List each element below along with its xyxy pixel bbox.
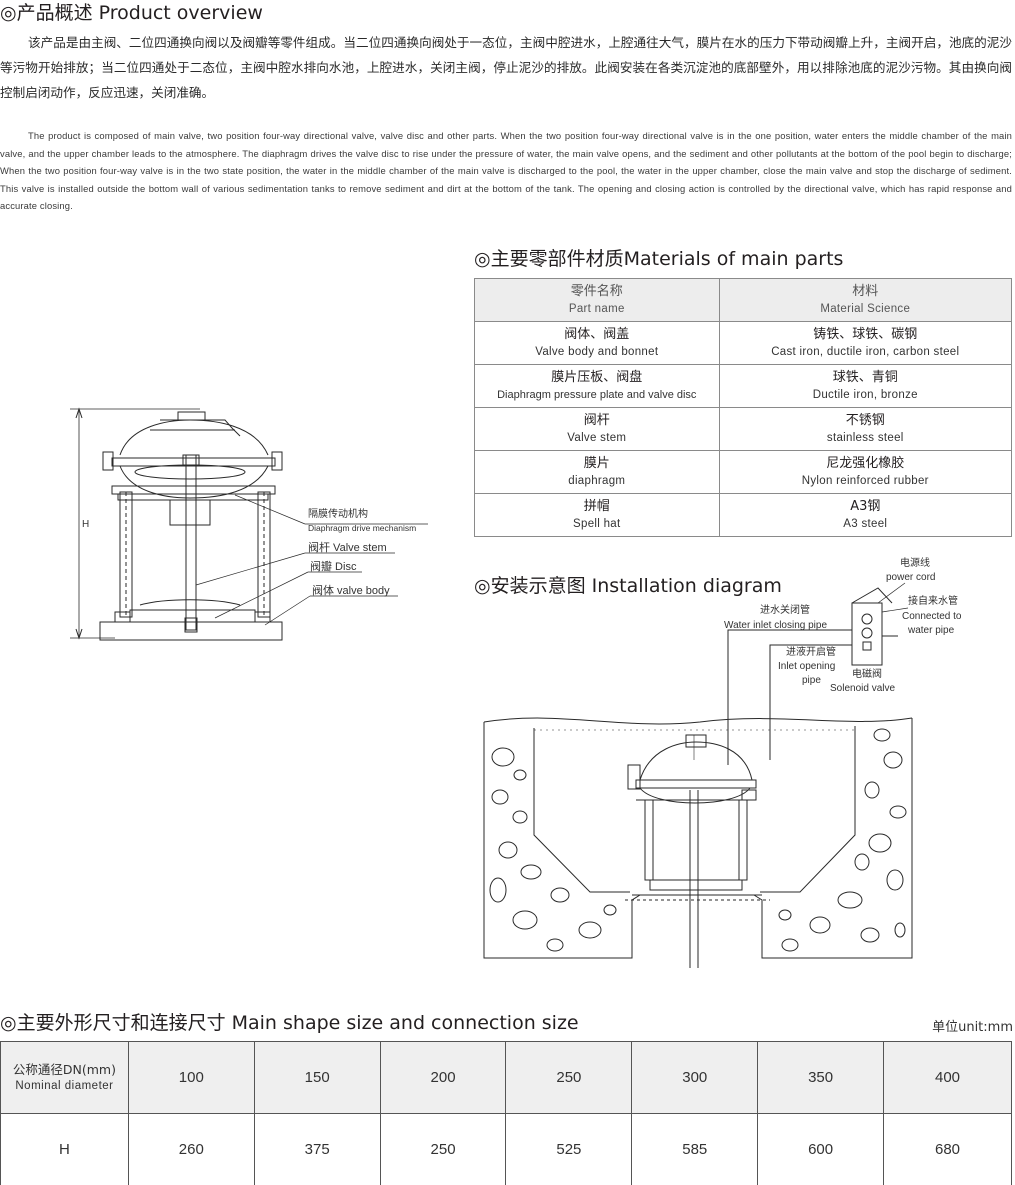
materials-table: 零件名称 Part name 材料 Material Science 阀体、阀盖…	[474, 278, 1013, 537]
material-cn: 不锈钢	[845, 413, 885, 428]
overview-en-text: The product is composed of main valve, t…	[0, 130, 1012, 211]
label-water-cn: 接自来水管	[908, 594, 958, 607]
valve-section-drawing: H 隔膜传动机构 Diaphragm drive mechanism 阀杆 Va…	[70, 407, 428, 641]
dimension-h-label: H	[82, 519, 89, 530]
label-solenoid-cn: 电磁阀	[852, 667, 882, 680]
header-material-en: Material Science	[820, 303, 911, 315]
label-water-en-2: water pipe	[907, 625, 955, 636]
table-row: 膜片压板、阀盘 Diaphragm pressure plate and valv…	[474, 364, 1013, 408]
header-part-cn: 零件名称	[570, 284, 623, 299]
material-cn: 铸铁、球铁、碳钢	[813, 327, 918, 342]
h-value: 680	[883, 1113, 1012, 1185]
dn-row: 公称通径DN(mm) Nominal diameter 100 150 200 …	[0, 1041, 1012, 1114]
overview-title: ◎产品概述 Product overview	[0, 2, 263, 24]
label-mechanism-en: Diaphragm drive mechanism	[308, 523, 416, 533]
h-value: 375	[253, 1113, 381, 1185]
material-en: Cast iron, ductile iron, carbon steel	[771, 346, 960, 358]
h-value: 525	[505, 1113, 633, 1185]
label-inlet-close-cn: 进水关闭管	[760, 603, 810, 616]
part-en: Valve body and bonnet	[535, 346, 659, 358]
material-en: A3 steel	[843, 518, 888, 530]
part-en: Diaphragm pressure plate and valve disc	[497, 389, 697, 401]
material-cn: 球铁、青铜	[832, 370, 898, 385]
label-water-en-1: Connected to	[902, 611, 962, 622]
dn-value: 250	[505, 1041, 633, 1114]
label-inlet-close-en: Water inlet closing pipe	[724, 620, 827, 631]
part-cn: 膜片压板、阀盘	[551, 370, 643, 385]
header-material-cn: 材料	[852, 284, 879, 299]
dn-value: 300	[631, 1041, 759, 1114]
dn-value: 400	[883, 1041, 1012, 1114]
material-en: Nylon reinforced rubber	[801, 475, 929, 487]
h-value: 600	[757, 1113, 885, 1185]
h-label: H	[0, 1113, 129, 1185]
installation-title: ◎安装示意图 Installation diagram	[474, 575, 782, 597]
dn-label-cell: 公称通径DN(mm) Nominal diameter	[0, 1041, 129, 1114]
dn-value: 200	[379, 1041, 507, 1114]
table-row: 阀杆 Valve stem 不锈钢 stainless steel	[474, 407, 1013, 451]
label-inlet-open-cn: 进液开启管	[786, 645, 836, 658]
table-row: 膜片 diaphragm 尼龙强化橡胶 Nylon reinforced rubbe…	[474, 450, 1013, 494]
part-en: diaphragm	[568, 475, 626, 487]
table-row: 拼帽 Spell hat A3钢 A3 steel	[474, 493, 1013, 537]
h-value: 585	[631, 1113, 759, 1185]
label-mechanism-cn: 隔膜传动机构	[308, 507, 368, 520]
installation-diagram: 电源线 power cord 接自来水管 Connected to water …	[483, 556, 962, 968]
dimensions-title: ◎主要外形尺寸和连接尺寸 Main shape size and connect…	[0, 1012, 579, 1034]
label-disc: 阀瓣 Disc	[310, 559, 357, 573]
dn-label-cn: 公称通径DN(mm)	[12, 1062, 116, 1077]
dimensions-table: 公称通径DN(mm) Nominal diameter 100 150 200 …	[0, 1041, 1012, 1185]
materials-title: ◎主要零部件材质Materials of main parts	[474, 248, 844, 270]
part-cn: 拼帽	[583, 499, 610, 514]
label-inlet-open-en-1: Inlet opening	[778, 661, 835, 672]
header-part-cell: 零件名称 Part name	[474, 278, 720, 322]
h-value: 250	[379, 1113, 507, 1185]
header-part-en: Part name	[568, 303, 625, 315]
label-valve-stem: 阀杆 Valve stem	[308, 540, 387, 554]
material-en: stainless steel	[826, 432, 904, 444]
part-cn: 膜片	[583, 456, 610, 471]
label-valve-body: 阀体 valve body	[312, 583, 390, 597]
unit-label: 单位unit:mm	[932, 1020, 1013, 1035]
label-inlet-open-en-2: pipe	[802, 675, 821, 686]
material-cn: 尼龙强化橡胶	[826, 456, 905, 471]
h-row: H 260 375 250 525 585 600 680	[0, 1113, 1012, 1185]
overview-cn-text: 该产品是由主阀、二位四通换向阀以及阀瓣等零件组成。当二位四通换向阀处于一态位，主…	[0, 35, 1012, 100]
dn-label-en: Nominal diameter	[15, 1080, 114, 1092]
h-value: 260	[127, 1113, 255, 1185]
part-cn: 阀杆	[583, 413, 610, 428]
dn-value: 350	[757, 1041, 885, 1114]
dn-value: 150	[253, 1041, 381, 1114]
dn-value: 100	[127, 1041, 255, 1114]
materials-header-row: 零件名称 Part name 材料 Material Science	[474, 278, 1013, 322]
label-power-cn: 电源线	[900, 556, 930, 569]
label-power-en: power cord	[886, 572, 935, 583]
material-en: Ductile iron, bronze	[812, 389, 918, 401]
part-en: Spell hat	[573, 518, 621, 530]
header-material-cell: 材料 Material Science	[718, 278, 1013, 322]
material-cn: A3钢	[850, 499, 881, 514]
part-cn: 阀体、阀盖	[564, 327, 630, 342]
table-row: 阀体、阀盖 Valve body and bonnet 铸铁、球铁、碳钢 Cast …	[474, 321, 1013, 365]
label-solenoid-en: Solenoid valve	[830, 683, 895, 694]
part-en: Valve stem	[567, 432, 627, 444]
